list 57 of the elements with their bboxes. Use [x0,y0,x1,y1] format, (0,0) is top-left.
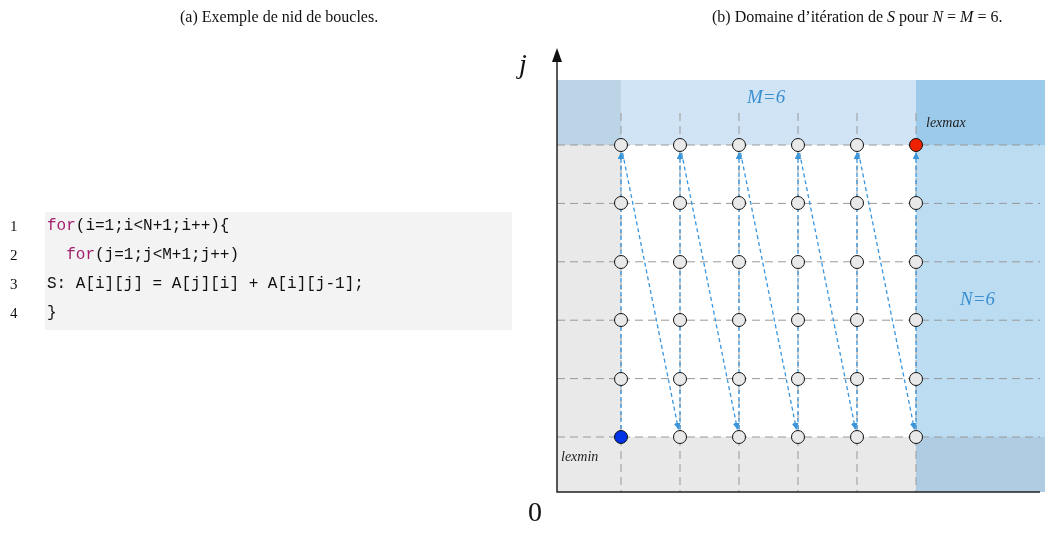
lattice-point [791,196,805,211]
lattice-point [909,254,923,269]
lattice-point [732,196,746,211]
lattice-point [673,430,687,444]
lattice-point [850,371,864,386]
arrow [794,152,802,430]
origin-label: 0 [528,496,542,528]
lattice-point [732,430,746,444]
lattice-point [732,254,746,269]
code-line: for(i=1;i<N+1;i++){ [47,217,230,235]
lattice-point [673,371,687,386]
subcaption: (a) Exemple de nid de boucles. [180,8,379,26]
lattice-point [791,430,805,444]
lattice-point [791,254,805,269]
lattice-point [909,430,923,444]
arrow [735,152,743,430]
lattice-point [791,313,805,328]
lattice-point [791,371,805,386]
code-line: for(j=1;j<M+1;j++) [65,246,240,264]
arrow [912,152,920,430]
lattice-point [791,138,805,152]
arrow [621,152,681,430]
lattice-point [732,138,746,152]
arrow [676,152,684,430]
lattice-point [909,196,923,211]
arrow [617,152,625,430]
lattice-point [673,313,687,328]
point-label: lexmax [926,115,966,131]
point-label: lexmin [561,449,599,465]
code-line: S: A[i][j] = A[j][i] + A[i][j-1]; [47,275,364,293]
line-number: 1 [10,218,18,235]
arrow [853,152,861,430]
lattice-point [614,313,628,328]
lattice-point [850,138,864,152]
lattice-point [614,196,628,211]
lattice-point [850,254,864,269]
lattice-point [850,196,864,211]
arrow [739,152,799,430]
code-line: } [47,304,57,322]
lattice-point [909,371,923,386]
lattice-point [850,313,864,328]
lattice-point [732,313,746,328]
lattice-point [673,138,687,152]
line-number: 4 [10,305,18,322]
lattice-point [732,371,746,386]
line-number: 3 [10,276,18,293]
arrow [798,152,858,430]
arrow [680,152,740,430]
subcaption: (b) Domaine d’itération de S pour N = M = 6. [712,8,1003,26]
lattice-point [850,430,864,444]
lattice-point [673,254,687,269]
lattice-point [673,196,687,211]
lattice-point [909,313,923,328]
dimension-label: N=6 [960,288,995,310]
line-number: 2 [10,247,18,264]
dimension-label: M=6 [747,86,786,108]
arrow [857,152,917,430]
